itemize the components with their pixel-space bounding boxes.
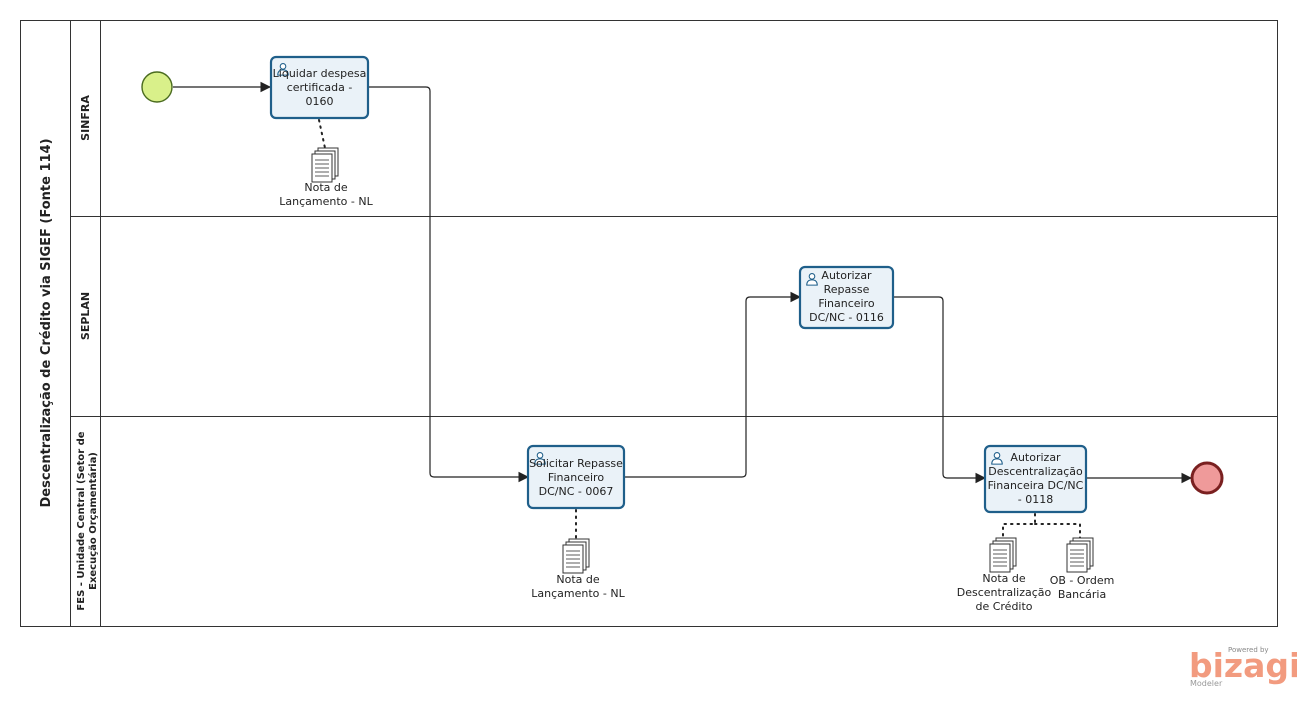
doc-label-line: OB - Ordem: [1050, 574, 1115, 587]
task-solicitar-repasse[interactable]: Solicitar Repasse Financeiro DC/NC - 006…: [526, 444, 626, 510]
lane-fes: FES - Unidade Central (Setor de Execução…: [76, 431, 99, 610]
doc-nota-lancamento-2[interactable]: Nota de Lançamento - NL: [531, 538, 626, 600]
lane-sinfra: SINFRA: [79, 95, 92, 141]
task-liquidar-despesa[interactable]: Liquidar despesa certificada - 0160: [269, 55, 370, 120]
flow-t2-to-t3: [624, 291, 802, 478]
document-stack-icon: [1066, 537, 1094, 573]
task-label-line: certificada -: [287, 81, 353, 94]
assoc-t4-d4: [1034, 523, 1081, 539]
task-label-line: Autorizar: [821, 269, 872, 282]
doc-label-line: de Crédito: [975, 600, 1032, 613]
flow-t1-to-t2: [368, 86, 530, 483]
doc-label-line: Bancária: [1058, 588, 1106, 601]
task-autorizar-descentralizacao[interactable]: Autorizar Descentralização Financeira DC…: [983, 444, 1088, 514]
document-stack-icon: [562, 538, 590, 574]
task-label-line: Autorizar: [1010, 451, 1061, 464]
lane-seplan: SEPLAN: [79, 292, 92, 340]
end-event[interactable]: [1190, 461, 1224, 495]
task-label-line: DC/NC - 0116: [809, 311, 884, 324]
doc-label-line: Nota de: [982, 572, 1025, 585]
lane-title-fes-line1: FES - Unidade Central (Setor de: [76, 431, 87, 610]
doc-label-line: Nota de: [304, 181, 347, 194]
doc-label-line: Descentralização: [957, 586, 1052, 599]
doc-nota-lancamento-1[interactable]: Nota de Lançamento - NL: [279, 147, 374, 208]
task-autorizar-repasse[interactable]: Autorizar Repasse Financeiro DC/NC - 011…: [798, 265, 895, 330]
task-label-line: Repasse: [824, 283, 870, 296]
document-stack-icon: [311, 147, 339, 183]
assoc-t1-d1: [318, 119, 326, 149]
task-label-line: Liquidar despesa: [273, 67, 367, 80]
task-label-line: 0160: [306, 95, 334, 108]
doc-label-line: Lançamento - NL: [279, 195, 373, 208]
flow-t3-to-t4: [893, 296, 987, 484]
doc-ordem-bancaria[interactable]: OB - Ordem Bancária: [1050, 537, 1115, 601]
task-label-line: Solicitar Repasse: [529, 457, 623, 470]
associations: [318, 119, 1081, 539]
doc-nota-descentralizacao[interactable]: Nota de Descentralização de Crédito: [957, 537, 1052, 613]
sequence-flows: [173, 81, 1193, 484]
task-label-line: Financeiro: [818, 297, 874, 310]
document-stack-icon: [989, 537, 1017, 573]
task-label-line: DC/NC - 0067: [539, 485, 614, 498]
pool: Descentralização de Crédito via SIGEF (F…: [20, 20, 1278, 627]
task-label-line: Financeiro: [548, 471, 604, 484]
assoc-t4-d3: [1002, 513, 1036, 539]
pool-title: Descentralização de Crédito via SIGEF (F…: [39, 138, 54, 507]
bizagi-logo: bizagi: [1189, 646, 1297, 685]
doc-label-line: Lançamento - NL: [531, 587, 625, 600]
start-event[interactable]: [141, 71, 173, 103]
task-label-line: Descentralização: [988, 465, 1083, 478]
doc-label-line: Nota de: [556, 573, 599, 586]
brand-powered-by: Powered by: [1228, 646, 1269, 654]
brand-product: Modeler: [1190, 679, 1223, 688]
lane-title-seplan: SEPLAN: [79, 292, 92, 340]
lane-title-fes-line2: Execução Orçamentária): [87, 452, 99, 590]
task-label-line: Financeira DC/NC: [988, 479, 1084, 492]
task-label-line: - 0118: [1018, 493, 1053, 506]
lane-title-sinfra: SINFRA: [79, 95, 92, 141]
